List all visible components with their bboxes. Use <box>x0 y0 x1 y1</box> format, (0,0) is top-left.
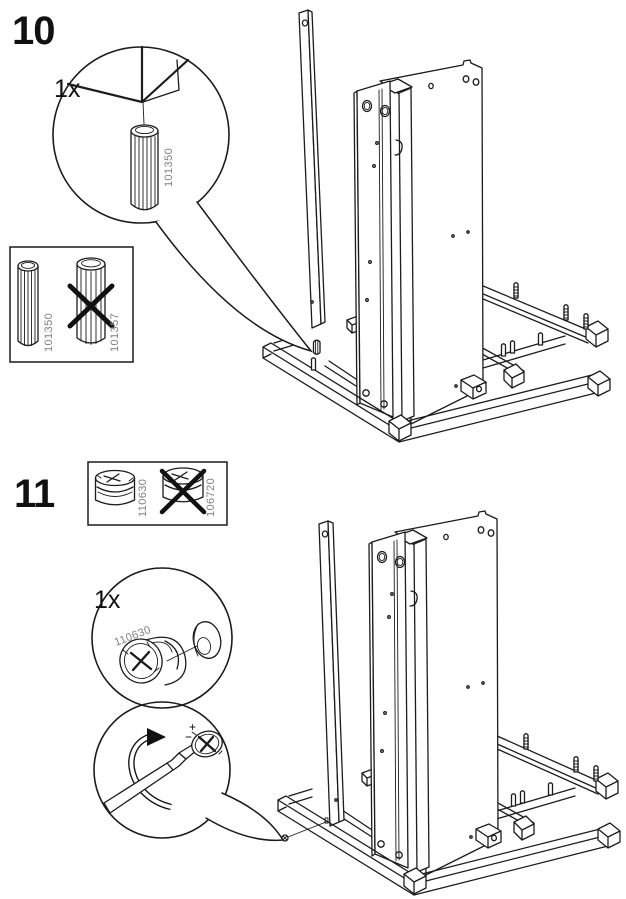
base-frame-right-rails <box>482 730 599 827</box>
step-11-parts-box: 110630 106720 <box>87 461 228 526</box>
dowel-icon <box>130 124 159 211</box>
step-11-quantity-label: 1x <box>94 586 121 614</box>
corner-post <box>318 520 345 827</box>
do-not-use-part-number: 101357 <box>109 313 121 352</box>
step-10-quantity-label: 1x <box>54 75 81 103</box>
step-10-section: 10 <box>9 9 611 443</box>
base-frame-right-rails <box>472 282 589 375</box>
wrong-dowel-icon <box>76 257 106 345</box>
base-frame-front-rails <box>262 342 597 443</box>
cam-lock-icon <box>119 636 187 686</box>
correct-dowel-icon <box>17 260 39 347</box>
frame-end-caps <box>403 772 621 895</box>
step-10-parts-box: 101350 101357 <box>9 246 134 363</box>
screwdriver-icon <box>103 744 198 814</box>
panel-hole-icon <box>192 621 222 659</box>
post-corner-detail <box>66 45 190 125</box>
base-frame-front-rails <box>277 795 609 896</box>
magnifier-tail <box>155 201 314 353</box>
magnified-part-number: 101350 <box>163 148 175 187</box>
use-part-number: 110630 <box>137 479 149 517</box>
rotate-arrow-icon <box>128 728 172 811</box>
side-panel-assembly <box>353 59 484 425</box>
cross-out-icon <box>159 468 207 515</box>
base-frame-rung-left <box>324 360 360 387</box>
step-10-assembly-illustration <box>262 9 611 443</box>
dowel-pin-icon <box>312 339 321 355</box>
cam-lock-target <box>281 821 327 842</box>
step-10-magnifier: 1x 101350 <box>52 45 314 353</box>
cross-out-icon <box>67 283 115 329</box>
frame-end-caps <box>388 320 611 442</box>
correct-cam-lock-icon <box>94 469 136 506</box>
dowel-pin-icons <box>310 332 544 371</box>
cam-lock-face-icon <box>185 724 223 758</box>
step-11-callout-cam-turn <box>93 701 285 842</box>
side-panel-assembly <box>368 510 499 876</box>
step-11-callout-cam-insert: 1x 110630 <box>91 567 233 709</box>
step-11-section: 11 110630 106720 <box>14 461 621 896</box>
callout-tail <box>205 792 285 842</box>
corner-post <box>298 9 326 329</box>
step-11-number: 11 <box>14 472 55 516</box>
dowel-pin-icons <box>510 782 554 807</box>
threaded-bolt-icons <box>513 282 589 330</box>
threaded-bolt-icons <box>523 733 599 782</box>
panel-foot <box>460 374 487 400</box>
callout-circle <box>93 701 231 839</box>
step-10-number: 10 <box>12 9 55 53</box>
do-not-use-part-number: 106720 <box>205 478 217 517</box>
use-part-number: 101350 <box>43 313 55 352</box>
panel-foot <box>475 823 502 849</box>
step-11-assembly-illustration <box>277 510 621 896</box>
insert-leader-line <box>166 645 198 662</box>
